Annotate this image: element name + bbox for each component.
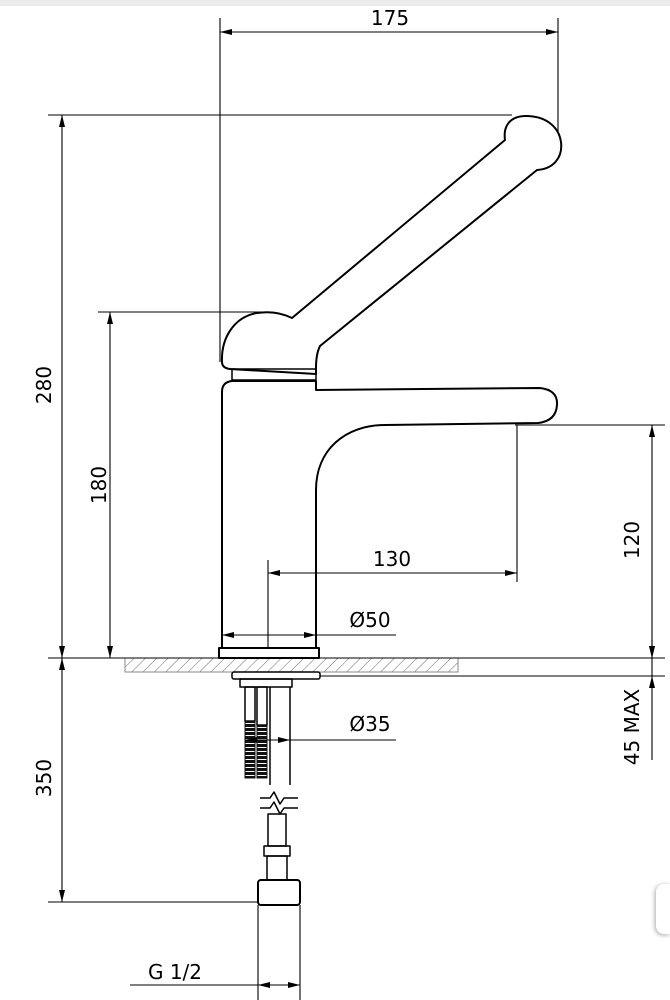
dimension-label-overall-height: 280	[32, 366, 56, 404]
lower-hose	[267, 813, 287, 847]
dimension-label-spout-height: 120	[620, 521, 644, 559]
dimension-spout-reach: 130	[267, 425, 518, 648]
faucet-body	[221, 380, 559, 649]
dimension-label-shank-diameter: Ø35	[349, 712, 390, 736]
dimension-spout-height: 120	[515, 424, 665, 658]
dimension-label-overall-width: 175	[371, 6, 409, 30]
dimension-label-spout-reach: 130	[373, 547, 411, 571]
dimension-connection-thread: G 1/2	[130, 905, 301, 1000]
dimension-hose-length: 350	[32, 658, 258, 903]
break-line-upper	[260, 791, 298, 805]
break-line-lower	[260, 801, 298, 815]
braided-hose-left	[244, 720, 256, 779]
dimension-overall-height: 280	[32, 114, 512, 658]
dimension-overall-width: 175	[219, 6, 559, 362]
supply-pipe-right	[256, 686, 268, 726]
handle-lever	[220, 115, 563, 375]
dimension-label-handle-height: 180	[87, 466, 111, 504]
hose-end-nut	[257, 879, 301, 906]
base-flange	[218, 647, 320, 659]
washer	[231, 671, 321, 680]
dimension-base-diameter: Ø50	[222, 608, 396, 638]
supply-pipe-left	[244, 686, 256, 722]
top-edge-bar	[0, 0, 670, 6]
mounting-nut	[239, 678, 293, 688]
hose-connector-collar	[266, 855, 288, 881]
faucet-assembly	[218, 115, 563, 906]
dimension-label-counter-thickness: 45 MAX	[620, 688, 644, 765]
countertop-section	[124, 657, 459, 673]
dimension-handle-height: 180	[87, 311, 262, 658]
side-widget-button[interactable]	[656, 884, 670, 934]
dimension-label-connection-thread: G 1/2	[148, 960, 202, 984]
dimension-label-hose-length: 350	[32, 759, 56, 797]
braided-hose-right	[256, 724, 268, 779]
dimension-counter-thickness: 45 MAX	[320, 640, 665, 765]
dimension-label-base-diameter: Ø50	[349, 608, 390, 632]
hose-connector	[263, 845, 291, 857]
dimension-shank-diameter: Ø35	[245, 712, 396, 743]
